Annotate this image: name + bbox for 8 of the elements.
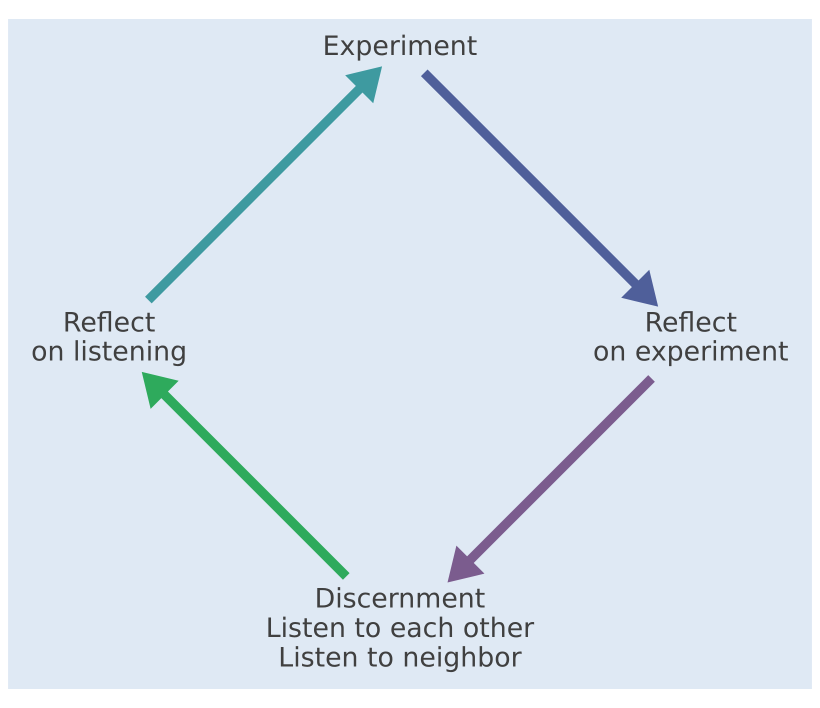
node-text: Discernment Listen to each other Listen to neighbor [266,583,534,674]
arrow [142,372,350,580]
node-text: Reflect on experiment [592,307,789,368]
node-text: Experiment [322,31,478,62]
arrow [448,375,655,583]
arrow [420,69,658,307]
node-text: Reflect on listening [31,307,188,368]
arrow [145,66,382,304]
